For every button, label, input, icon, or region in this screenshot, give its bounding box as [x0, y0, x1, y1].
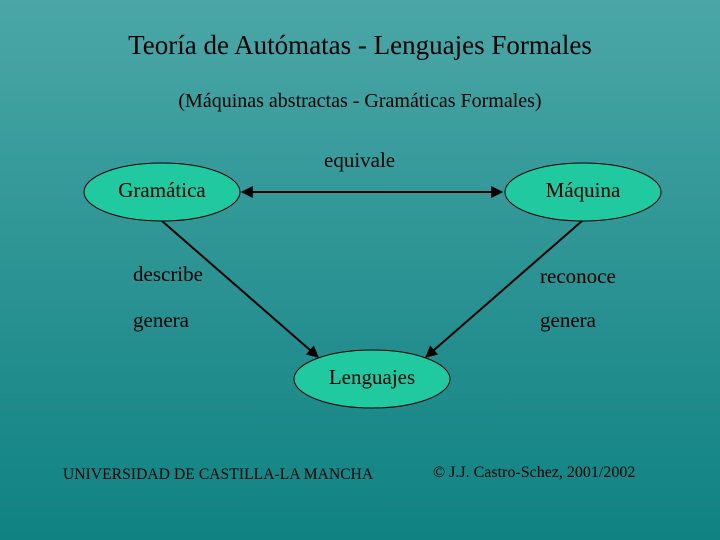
node-gramatica-label: Gramática [118, 178, 206, 202]
footer-university: UNIVERSIDAD DE CASTILLA-LA MANCHA [63, 466, 374, 483]
edge-gramatica-lenguajes-arrow [161, 220, 319, 358]
edge-label-reconoce: reconoce [540, 264, 616, 288]
node-gramatica-ellipse [83, 162, 241, 222]
edge-label-genera-left: genera [133, 308, 189, 332]
node-lenguajes-ellipse [293, 349, 451, 409]
node-lenguajes-label: Lenguajes [328, 365, 416, 389]
slide-subtitle: (Máquinas abstractas - Gramáticas Formal… [178, 90, 542, 112]
node-maquina-label: Máquina [545, 178, 621, 202]
footer-copyright: © J.J. Castro-Schez, 2001/2002 [433, 464, 636, 481]
edge-label-describe: describe [133, 262, 203, 286]
edge-label-equivale: equivale [324, 148, 396, 172]
edge-maquina-lenguajes-arrow [425, 220, 583, 358]
slide-title: Teoría de Autómatas - Lenguajes Formales [128, 30, 592, 60]
edge-label-genera-right: genera [540, 308, 596, 332]
node-maquina-ellipse [504, 162, 662, 222]
